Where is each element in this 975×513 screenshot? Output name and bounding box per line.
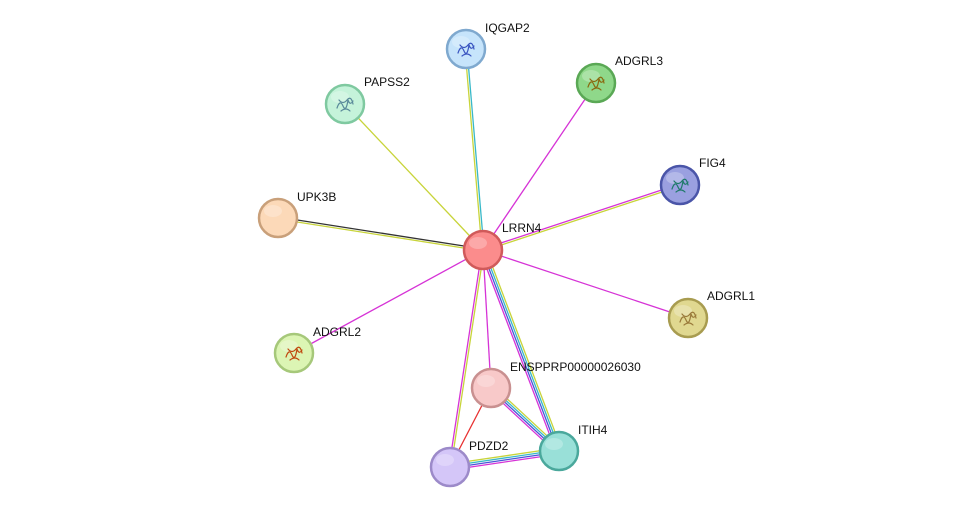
edge-strand (483, 249, 561, 451)
node-circle (667, 297, 709, 339)
node-highlight (666, 172, 684, 184)
edge-strand (277, 218, 483, 252)
edge-lrrn4-itih4[interactable] (479, 248, 563, 453)
edge-strand (483, 185, 681, 252)
node-label-upk3b: UPK3B (297, 190, 336, 204)
protein-structure-icon (285, 346, 303, 361)
edge-strand (482, 82, 597, 251)
node-highlight (264, 205, 282, 217)
edge-lrrn4-adgrl1[interactable] (482, 249, 689, 319)
node-circle (257, 197, 299, 239)
node-iqgap2[interactable]: IQGAP2 (445, 21, 530, 70)
node-label-fig4: FIG4 (699, 156, 726, 170)
node-label-adgrl2: ADGRL2 (313, 325, 361, 339)
node-label-papss2: PAPSS2 (364, 75, 410, 89)
node-circle (538, 430, 580, 472)
edge-strand (450, 250, 485, 468)
node-upk3b[interactable]: UPK3B (257, 190, 336, 239)
edge-lrrn4-fig4[interactable] (482, 183, 681, 252)
protein-structure-icon (336, 97, 354, 112)
edge-strand (481, 250, 559, 452)
edge-lrrn4-enspprp00000026030[interactable] (482, 249, 492, 389)
node-circle (575, 62, 617, 104)
node-itih4[interactable]: ITIH4 (538, 423, 608, 472)
node-label-lrrn4: LRRN4 (502, 221, 542, 235)
edge-strand (466, 48, 485, 250)
node-label-iqgap2: IQGAP2 (485, 21, 530, 35)
protein-structure-icon (457, 42, 475, 57)
node-pdzd2[interactable]: PDZD2 (429, 439, 509, 488)
node-circle (470, 367, 512, 409)
edge-strand (482, 249, 492, 389)
node-papss2[interactable]: PAPSS2 (324, 75, 410, 125)
node-circle (445, 28, 487, 70)
edge-strand (485, 248, 563, 451)
node-highlight (452, 36, 470, 48)
node-label-itih4: ITIH4 (578, 423, 608, 437)
edge-strand (464, 49, 483, 251)
edge-strand (482, 249, 689, 319)
node-highlight (331, 91, 349, 103)
node-highlight (582, 70, 600, 82)
node-label-adgrl3: ADGRL3 (615, 54, 663, 68)
node-highlight (280, 340, 298, 352)
protein-structure-icon (679, 311, 697, 326)
edge-strand (448, 249, 483, 467)
node-circle (324, 83, 366, 125)
edge-lrrn4-adgrl2[interactable] (293, 249, 484, 354)
node-highlight (469, 237, 487, 249)
edge-strand (482, 183, 680, 250)
node-label-pdzd2: PDZD2 (469, 439, 509, 453)
node-highlight (545, 438, 563, 450)
edge-strand (278, 216, 484, 250)
node-highlight (436, 454, 454, 466)
edge-strand (344, 103, 484, 251)
node-label-enspprp00000026030: ENSPPRP00000026030 (510, 360, 641, 374)
node-circle (659, 164, 701, 206)
edge-lrrn4-adgrl3[interactable] (482, 82, 597, 251)
edge-lrrn4-iqgap2[interactable] (464, 48, 485, 251)
edge-lrrn4-papss2[interactable] (344, 103, 484, 251)
node-circle (462, 229, 504, 271)
edge-strand (479, 250, 557, 453)
node-label-adgrl1: ADGRL1 (707, 289, 755, 303)
node-lrrn4[interactable]: LRRN4 (462, 221, 542, 271)
node-adgrl2[interactable]: ADGRL2 (273, 325, 361, 374)
node-fig4[interactable]: FIG4 (659, 156, 726, 206)
edge-lrrn4-pdzd2[interactable] (448, 249, 485, 468)
node-highlight (674, 305, 692, 317)
node-highlight (477, 375, 495, 387)
node-adgrl1[interactable]: ADGRL1 (667, 289, 755, 339)
node-adgrl3[interactable]: ADGRL3 (575, 54, 663, 104)
node-enspprp00000026030[interactable]: ENSPPRP00000026030 (470, 360, 641, 409)
node-circle (273, 332, 315, 374)
protein-structure-icon (587, 76, 605, 91)
node-circle (429, 446, 471, 488)
edge-lrrn4-upk3b[interactable] (277, 216, 484, 252)
edge-strand (293, 249, 484, 354)
protein-structure-icon (671, 178, 689, 193)
